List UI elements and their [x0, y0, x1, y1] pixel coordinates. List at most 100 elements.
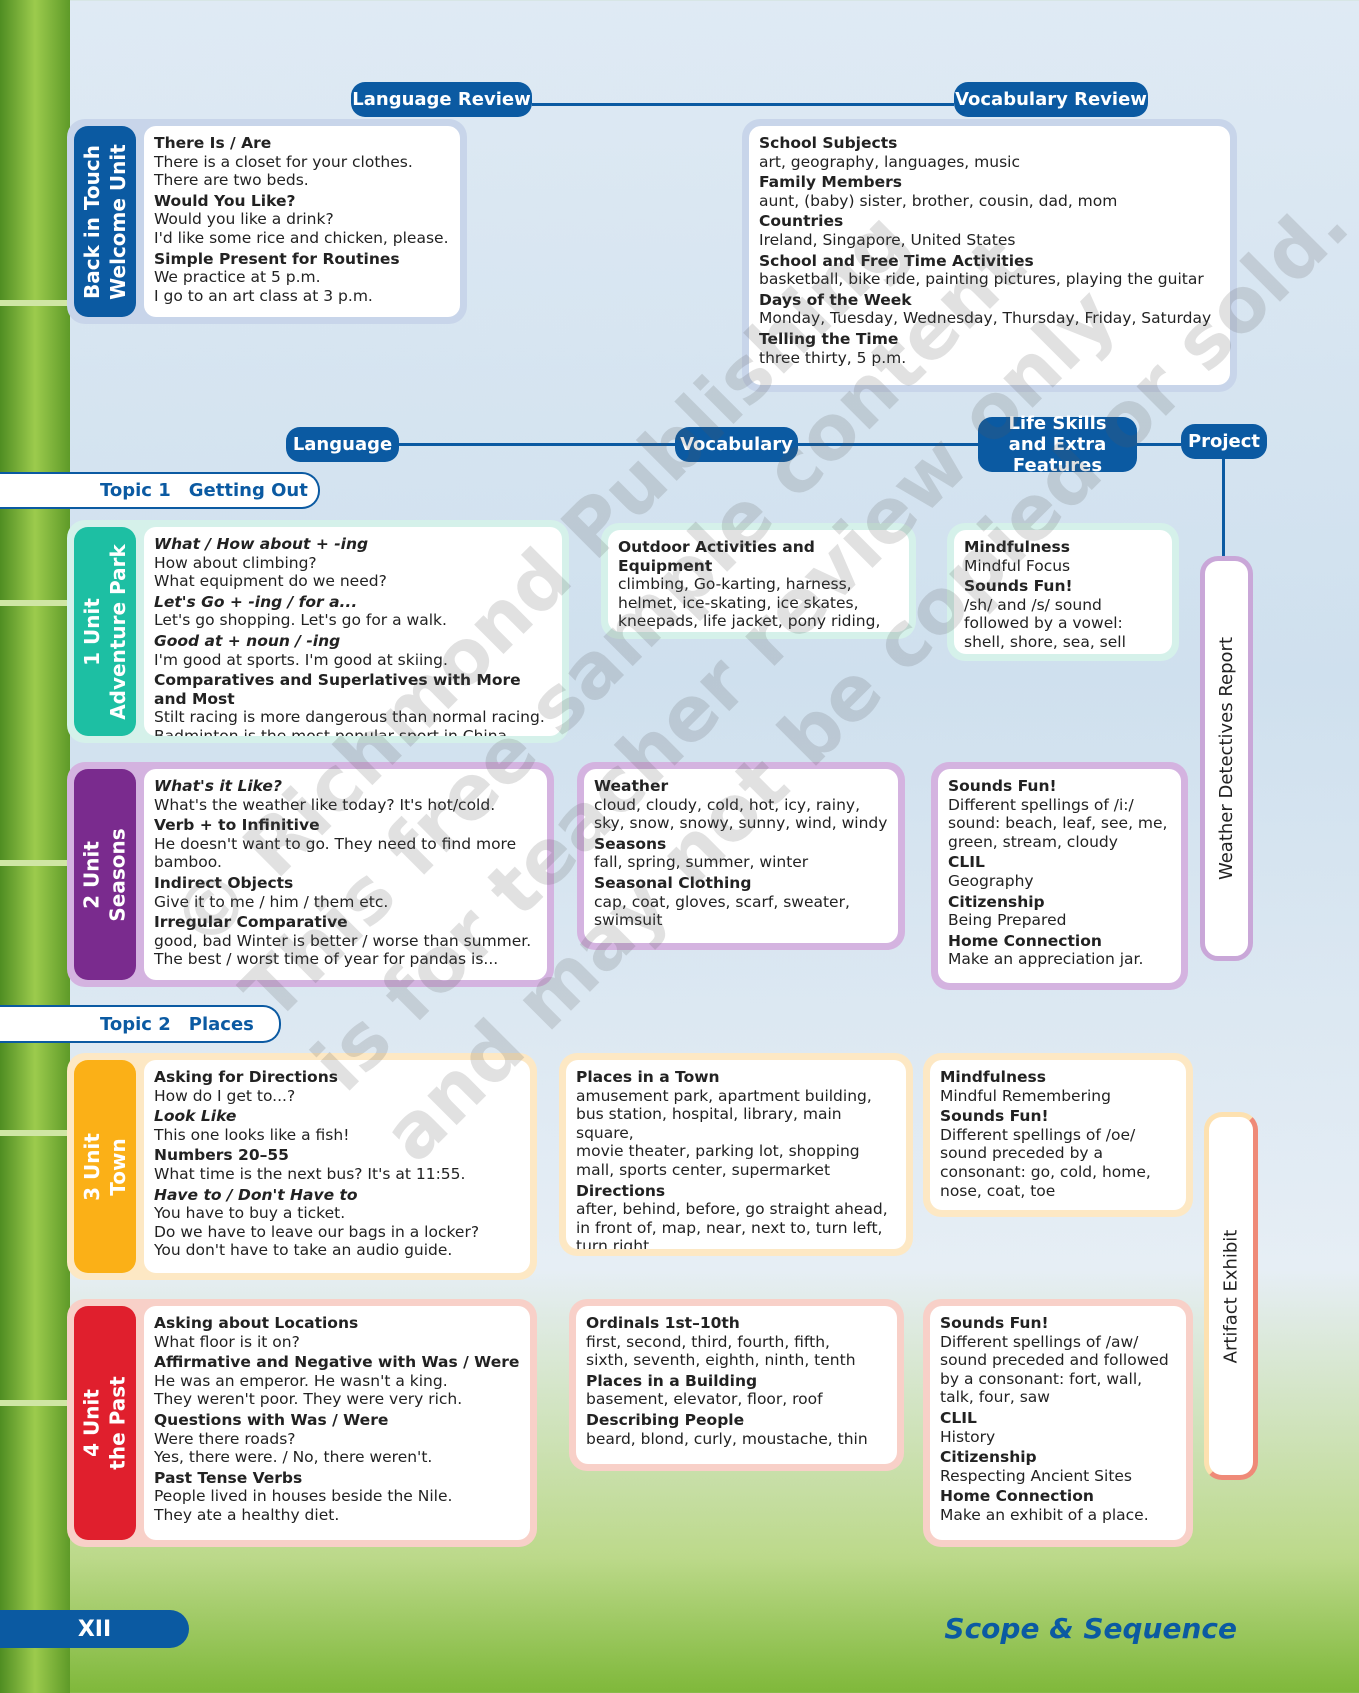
section-heading: Look Like [154, 1107, 237, 1126]
section-line: What equipment do we need? [154, 572, 387, 591]
section-line: History [940, 1427, 996, 1446]
section-line: first, second, third, fourth, fifth, [586, 1332, 830, 1351]
section-line: You don't have to take an audio guide. [154, 1241, 453, 1260]
section-line: riding boots, rope, sailing, skates [618, 631, 899, 632]
section-line: green, stream, cloudy [948, 832, 1118, 851]
section-heading: What's it Like? [154, 777, 282, 795]
section-heading: Places in a Town [576, 1068, 720, 1086]
section-line: There is a closet for your clothes. [154, 152, 413, 171]
section-heading: There Is / Are [154, 134, 272, 152]
section-line: kneepads, life jacket, pony riding, [618, 612, 881, 631]
section-line: climbing, Go-karting, harness, [618, 575, 852, 594]
unit-title: the Past [106, 1376, 131, 1470]
unit-title: Adventure Park [106, 543, 131, 720]
section-line: amusement park, apartment building, [576, 1086, 872, 1105]
section-line: I'd like some rice and chicken, please. [154, 228, 449, 247]
section-line: They weren't poor. They were very rich. [154, 1390, 463, 1409]
section-line: consonant: go, cold, home, [940, 1162, 1151, 1181]
section-line: swimsuit [594, 911, 663, 930]
section-line: How do I get to...? [154, 1086, 296, 1105]
section-line: He was an emperor. He wasn't a king. [154, 1371, 448, 1390]
section-line: shell, shore, sea, sell [964, 632, 1126, 651]
section-line: in front of, map, near, next to, turn le… [576, 1218, 883, 1237]
project-label: Artifact Exhibit [1220, 1229, 1242, 1363]
section-line: Monday, Tuesday, Wednesday, Thursday, Fr… [759, 309, 1212, 328]
section-line: followed by a vowel: [964, 614, 1123, 633]
topic-number: Topic 2 [100, 1013, 171, 1035]
section-heading: Asking for Directions [154, 1068, 338, 1086]
vocabulary-review-header: Vocabulary Review [954, 82, 1148, 117]
unit-title: Seasons [106, 827, 131, 922]
section-line: Yes, there were. / No, there weren't. [154, 1448, 433, 1467]
section-line: I go to an art class at 3 p.m. [154, 286, 373, 305]
connector-line [399, 443, 675, 446]
project-header: Project [1181, 424, 1267, 459]
section-heading: Mindfulness [940, 1068, 1046, 1086]
section-line: talk, four, saw [940, 1388, 1050, 1407]
section-heading: Places in a Building [586, 1371, 758, 1390]
section-line: aunt, (baby) sister, brother, cousin, da… [759, 191, 1118, 210]
section-heading: Questions with Was / Were [154, 1410, 389, 1429]
section-heading: Sounds Fun! [948, 777, 1057, 795]
section-line: They ate a healthy diet. [154, 1505, 340, 1524]
page-title: Scope & Sequence [944, 1612, 1237, 1645]
section-heading: Mindfulness [964, 538, 1070, 556]
section-heading: Seasonal Clothing [594, 873, 752, 892]
section-line: We practice at 5 p.m. [154, 268, 321, 287]
unit-title: Town [106, 1137, 130, 1196]
section-line: sound: beach, leaf, see, me, [948, 814, 1168, 833]
section-line: good, bad Winter is better / worse than … [154, 931, 532, 950]
project-artifact-exhibit: Artifact Exhibit [1204, 1112, 1258, 1480]
section-line: Make an appreciation jar. [948, 950, 1144, 969]
section-line: basement, elevator, floor, roof [586, 1390, 823, 1409]
section-heading: Comparatives and Superlatives with More … [154, 671, 521, 708]
topic-name: Getting Out [188, 480, 308, 501]
unit-2-life-skills-card: Sounds Fun!Different spellings of /i:/so… [931, 762, 1188, 990]
section-line: movie theater, parking lot, shopping [576, 1142, 860, 1161]
section-heading: School and Free Time Activities [759, 251, 1034, 270]
section-heading: Good at + noun / -ing [154, 631, 341, 650]
section-line: fall, spring, summer, winter [594, 853, 809, 872]
language-header: Language [286, 427, 399, 462]
unit-number: Back in Touch [80, 144, 104, 299]
project-label: Weather Detectives Report [1216, 636, 1237, 881]
connector-line [532, 103, 954, 106]
project-weather-report: Weather Detectives Report [1200, 556, 1253, 961]
section-line: How about climbing? [154, 553, 317, 572]
section-line: bamboo. [154, 853, 222, 872]
section-heading: Seasons [594, 834, 667, 853]
section-line: Were there roads? [154, 1429, 296, 1448]
section-line: There are two beds. [154, 171, 309, 190]
section-line: sky, snow, snowy, sunny, wind, windy [594, 814, 888, 833]
section-heading: Asking about Locations [154, 1314, 359, 1332]
unit-number: 4 Unit [80, 1389, 105, 1457]
section-line: Geography [948, 871, 1034, 890]
section-heading: Countries [759, 212, 844, 231]
section-line: Let's go shopping. Let's go for a walk. [154, 611, 447, 630]
section-line: by a consonant: fort, wall, [940, 1369, 1143, 1388]
section-line: after, behind, before, go straight ahead… [576, 1200, 888, 1219]
section-line: Different spellings of /oe/ [940, 1125, 1136, 1144]
section-heading: Indirect Objects [154, 873, 294, 892]
section-heading: Describing People [586, 1410, 745, 1429]
section-heading: Simple Present for Routines [154, 249, 400, 268]
section-heading: Home Connection [940, 1487, 1094, 1506]
section-heading: Affirmative and Negative with Was / Were [154, 1353, 520, 1372]
unit-number: 2 Unit [80, 840, 105, 909]
section-line: Ireland, Singapore, United States [759, 230, 1016, 249]
